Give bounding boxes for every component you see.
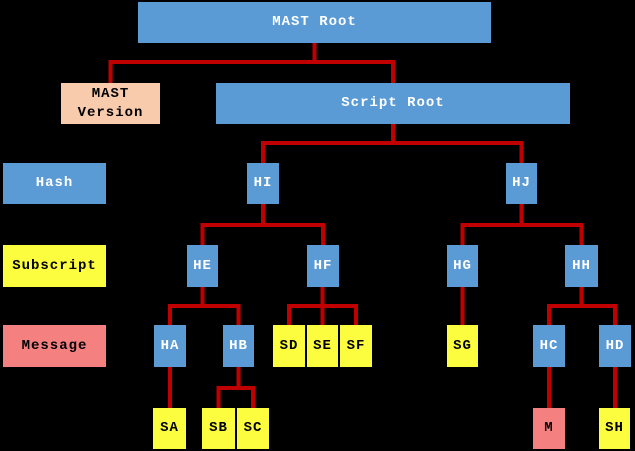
edge-hh-to-hc-hd xyxy=(547,287,617,325)
node-sd: SD xyxy=(273,325,305,367)
node-hc: HC xyxy=(533,325,565,367)
node-sa: SA xyxy=(153,408,186,449)
legend-message: Message xyxy=(3,325,106,367)
node-sb: SB xyxy=(202,408,235,449)
node-hd: HD xyxy=(599,325,631,367)
edge-hb-to-sb-sc xyxy=(216,367,255,408)
node-sc: SC xyxy=(237,408,269,449)
node-se: SE xyxy=(307,325,338,367)
node-hi: HI xyxy=(247,163,279,204)
node-mast-version: MAST Version xyxy=(61,83,160,124)
node-he: HE xyxy=(187,245,218,287)
node-mast-root: MAST Root xyxy=(138,2,491,43)
node-hg: HG xyxy=(447,245,478,287)
node-sf: SF xyxy=(340,325,372,367)
edge-mastroot-to-version-scriptroot xyxy=(108,43,395,83)
edge-he-to-ha-hb xyxy=(168,287,241,325)
edge-hf-to-sd-se-sf xyxy=(287,287,358,325)
node-hh: HH xyxy=(565,245,598,287)
node-m: M xyxy=(533,408,565,449)
edge-hj-to-hg-hh xyxy=(460,204,584,245)
legend-hash: Hash xyxy=(3,163,106,204)
legend-subscript: Subscript xyxy=(3,245,106,287)
node-hj: HJ xyxy=(506,163,537,204)
node-hb: HB xyxy=(223,325,254,367)
node-script-root: Script Root xyxy=(216,83,570,124)
edge-scriptroot-to-hi-hj xyxy=(261,124,524,163)
node-hf: HF xyxy=(307,245,339,287)
node-sh: SH xyxy=(599,408,630,449)
edge-hi-to-he-hf xyxy=(200,204,325,245)
node-ha: HA xyxy=(154,325,186,367)
node-sg: SG xyxy=(447,325,478,367)
